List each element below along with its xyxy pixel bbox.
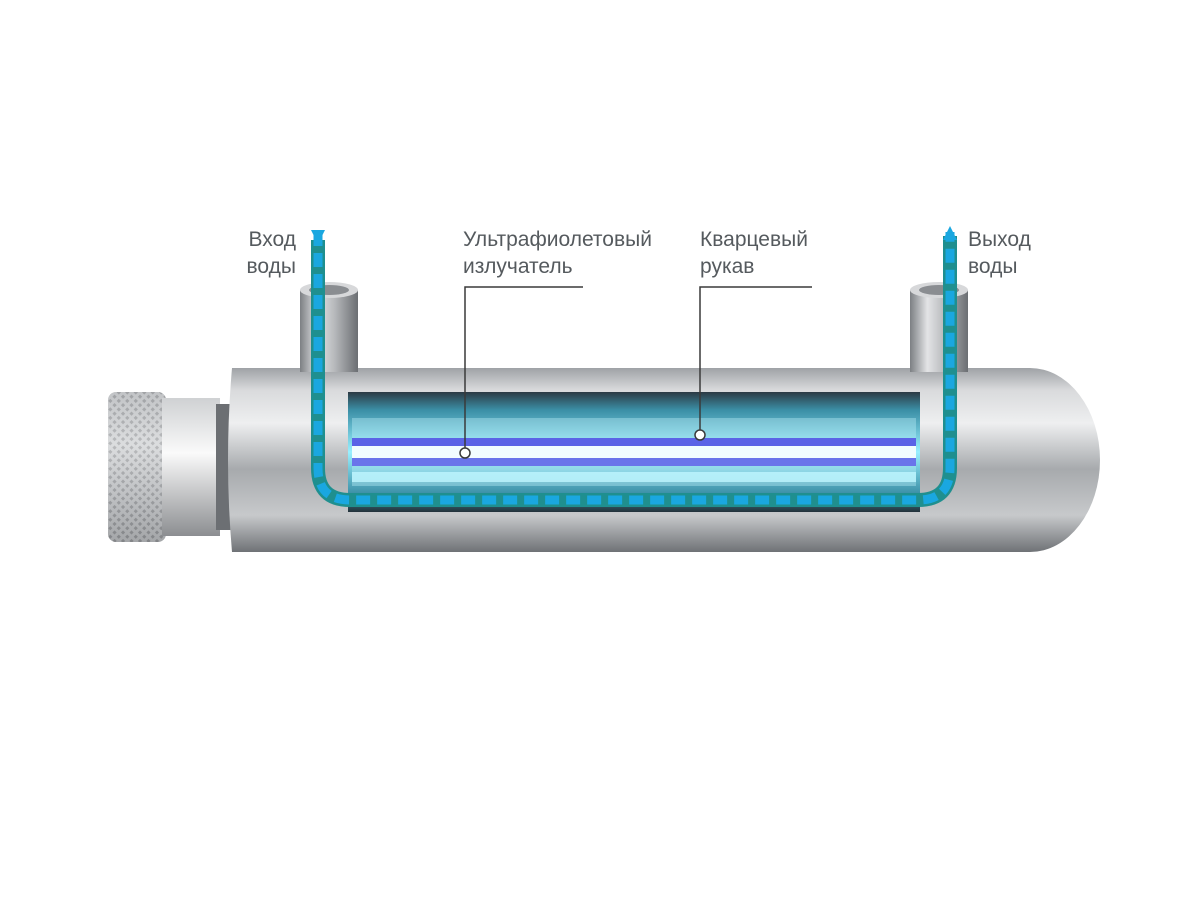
quartz-sleeve-label-line2: рукав [700,255,755,278]
flow-arrow-icon [313,232,955,505]
uv-lamp-label-line1: Ультрафиолетовый [463,228,652,251]
knurled-cap-icon [108,392,166,542]
inlet-label: Вход воды [236,226,297,280]
outlet-label: Выход воды [968,226,1031,280]
inlet-arrow-icon [311,230,325,244]
uv-lamp-label: Ультрафиолетовый излучатель [463,226,652,280]
quartz-sleeve-label: Кварцевый рукав [700,226,808,280]
inlet-label-line2: воды [246,255,297,278]
inlet-label-line1: Вход [248,228,296,251]
cutaway-window [348,392,920,512]
uv-lamp-core [352,438,916,446]
outlet-arrow-icon [943,226,957,240]
uv-lamp-label-line2: излучатель [463,255,573,278]
inlet-pipe [300,282,358,372]
quartz-sleeve-label-line1: Кварцевый [700,228,808,251]
leader-sleeve [694,286,812,441]
outlet-pipe [910,282,968,372]
collar [162,398,234,536]
outlet-label-line1: Выход [968,228,1031,251]
leader-lamp [459,286,583,459]
outlet-label-line2: воды [968,255,1018,278]
